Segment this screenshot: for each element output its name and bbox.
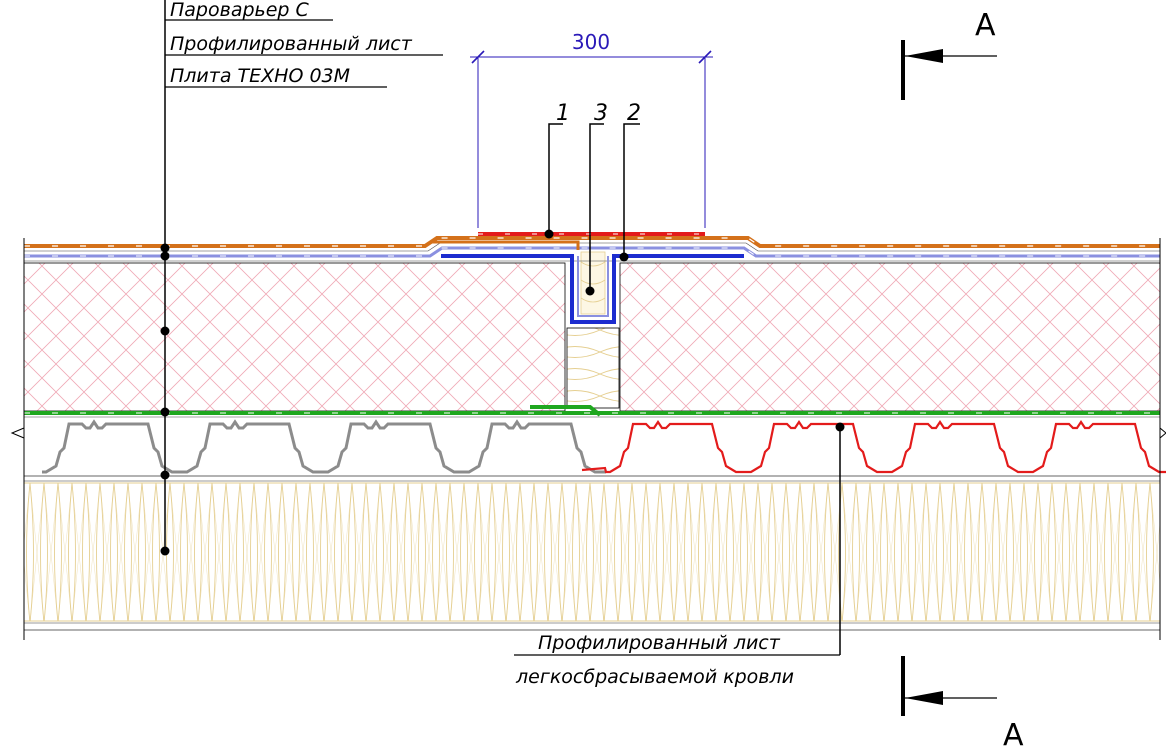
roof-membrane-lilac (24, 246, 1160, 258)
section-mark-bottom (901, 656, 997, 716)
section-letter-bottom: А (1003, 718, 1024, 753)
joint-strip-orange (432, 240, 580, 250)
callout-3 (585, 123, 604, 296)
roof-layer-line (24, 242, 1160, 252)
leader-top-left (160, 0, 443, 556)
section-letter-top: А (975, 8, 996, 43)
joint-wool-plug-lower (566, 327, 620, 409)
roof-membrane-orange (24, 236, 1160, 248)
section-mark-top (901, 40, 997, 100)
dimension-value: 300 (572, 30, 610, 54)
leader-bottom (514, 422, 845, 656)
leader-top-line-2: Профилированный лист (170, 33, 413, 55)
break-mark-left (10, 420, 25, 476)
insulation-board-left (23, 262, 566, 412)
callout-3-label: 3 (594, 101, 608, 126)
dimension-300 (470, 50, 713, 228)
joint-wool-plug-upper (580, 251, 606, 315)
vapour-barrier-green (24, 405, 1160, 417)
callout-1 (544, 123, 563, 239)
callout-2 (619, 123, 640, 262)
profiled-sheet-gray (42, 419, 606, 474)
callout-1-label: 1 (556, 101, 570, 126)
leader-top-line-3: Плита ТЕХНО 03М (170, 65, 350, 87)
callout-2-label: 2 (627, 101, 641, 126)
break-mark-right (1159, 420, 1166, 476)
leader-bottom-line-1: Профилированный лист (538, 632, 781, 654)
profiled-sheet-red (581, 420, 1166, 474)
compensator-blue (441, 254, 744, 324)
leader-top-line-1: Пароварьер С (170, 0, 310, 21)
mineral-wool-layer (23, 480, 1161, 631)
insulation-board-right (619, 262, 1161, 412)
leader-bottom-line-2: легкосбрасываемой кровли (515, 666, 794, 688)
